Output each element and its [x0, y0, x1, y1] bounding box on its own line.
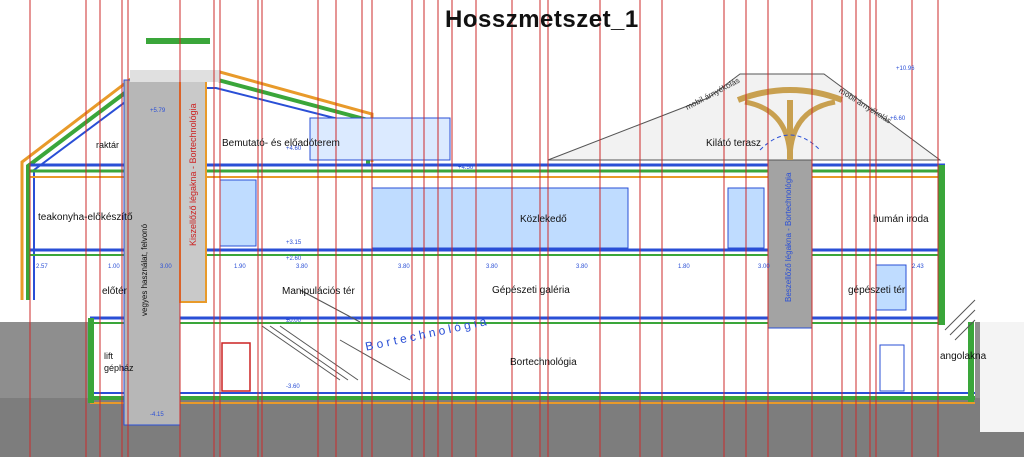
level-2: +5.79	[150, 108, 166, 114]
level-3: +4.60	[286, 146, 302, 152]
label-gepeszeti-galeria: Gépészeti galéria	[492, 285, 570, 296]
label-gephaz: gépház	[104, 363, 134, 373]
level-4: +4.50	[458, 165, 474, 171]
level-6: +2.60	[286, 256, 302, 262]
notes-panel	[980, 322, 1024, 432]
dimension-label: 2.43	[912, 264, 924, 270]
level-7: ±0.00	[286, 318, 301, 324]
stairs-manipulation	[261, 289, 411, 381]
wall-right	[938, 165, 945, 325]
level-8: -3.60	[286, 384, 300, 390]
door-basement-right	[879, 344, 905, 392]
glass-auditorium	[309, 117, 451, 161]
label-eloter: előtér	[102, 286, 128, 297]
wall-left-low	[88, 318, 94, 403]
label-manipulacios: Manipulációs tér	[282, 286, 355, 297]
wall-right-low	[968, 322, 974, 402]
dimension-label: 3.80	[486, 264, 498, 270]
label-gepeszeti-ter: gépészeti tér	[848, 285, 906, 296]
shaft-left	[123, 79, 181, 426]
stairs-angolakna	[944, 299, 976, 341]
door-basement	[221, 342, 251, 392]
label-kilato: Kilátó terasz	[706, 138, 762, 149]
dimension-label: 3.80	[576, 264, 588, 270]
dimension-label: 2.57	[36, 264, 48, 270]
shaft-right	[767, 159, 813, 329]
dimension-label: 3.80	[296, 264, 308, 270]
label-shaft-right: Beszellőző légakna - Bortechnológia	[784, 172, 793, 302]
dimension-label: 1.90	[234, 264, 246, 270]
label-raktar: raktár	[96, 140, 120, 150]
level-9: -4.15	[150, 412, 164, 418]
label-lift: lift	[104, 351, 113, 361]
level-1: +6.60	[890, 116, 906, 122]
shaft-top-hatch	[130, 70, 220, 82]
label-angolakna: angolakna	[940, 351, 987, 362]
shaft-cap	[146, 38, 210, 44]
dimension-label: 1.80	[678, 264, 690, 270]
label-teakonyha: teakonyha-előkészítő	[38, 212, 133, 223]
label-shaft-left-outer: vegyes használat, felvonó	[140, 223, 149, 316]
label-shaft-left-inner: Kiszellőző légakna - Bortechnológia	[188, 103, 198, 246]
drawing-title: Hosszmetszet_1	[445, 6, 639, 33]
dimension-label: 3.00	[160, 264, 172, 270]
dimension-label: 1.00	[108, 264, 120, 270]
dimension-label: 3.00	[758, 264, 770, 270]
glass-corridor	[371, 187, 629, 249]
level-top-right: +10.96	[896, 66, 915, 72]
label-bemutato: Bemutató- és előadóterem	[222, 138, 340, 149]
label-bortechnologia: Bortechnológia	[510, 357, 577, 368]
roof-dashed-arc	[759, 134, 821, 151]
glass-left	[219, 179, 257, 247]
level-5: +3.15	[286, 240, 302, 246]
label-human: humán iroda	[873, 214, 929, 225]
grid-lines	[29, 0, 939, 457]
dimension-label: 3.80	[398, 264, 410, 270]
label-kozlekedo: Közlekedő	[520, 214, 567, 225]
roof-wood-arch	[736, 87, 844, 103]
